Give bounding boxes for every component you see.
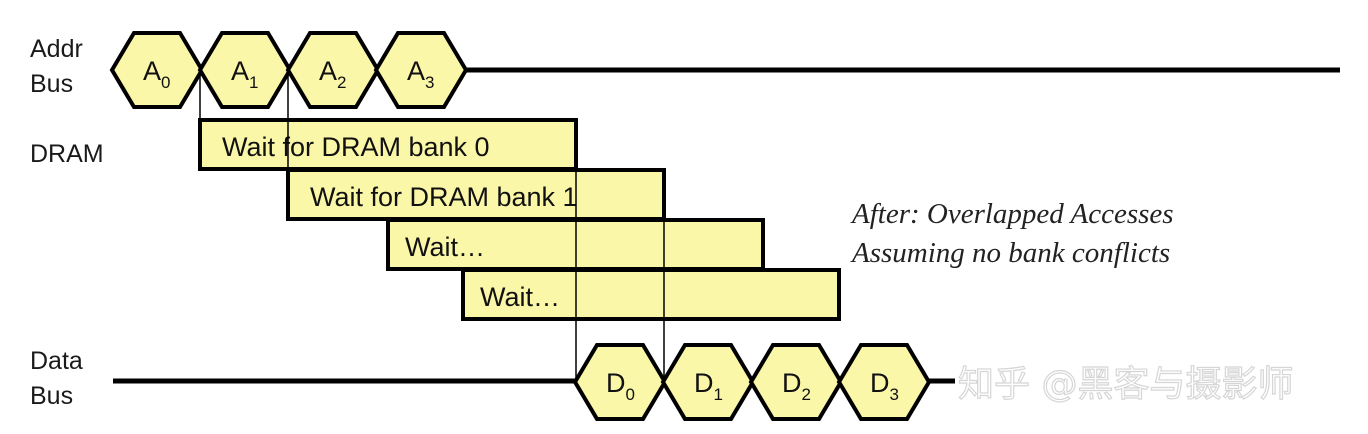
data-bus-cycles: D0 D1 D2 D3 — [572, 343, 932, 421]
data-hexagon-label-3: D3 — [870, 368, 899, 404]
addr-hexagon-label-2: A2 — [319, 56, 346, 92]
addr-hexagon-3 — [373, 31, 469, 109]
addr-hexagon-label-0: A0 — [143, 56, 170, 92]
dram-label: DRAM — [30, 140, 104, 168]
data-hexagon-label-0: D0 — [606, 368, 635, 404]
data-bus-label-line1: Data — [30, 347, 83, 375]
wait-text-bank-3: Wait… — [480, 282, 560, 312]
watermark: 知乎 @黑客与摄影师 — [958, 364, 1293, 405]
addr-bus-cycles: A0 A1 A2 A3 — [109, 31, 469, 109]
timing-connectors — [199, 70, 665, 381]
wait-text-bank-2: Wait… — [405, 232, 485, 262]
addr-hexagon-label-1: A1 — [231, 56, 258, 92]
data-bus-label-line2: Bus — [30, 382, 73, 410]
wait-bar-bank-0 — [198, 118, 578, 171]
wait-text-bank-1: Wait for DRAM bank 1 — [310, 182, 578, 212]
addr-bus-label-line2: Bus — [30, 70, 73, 98]
wait-bar-bank-1 — [286, 168, 666, 221]
note-line1: After: Overlapped Accesses — [850, 198, 1174, 230]
data-hexagon-label-2: D2 — [782, 368, 811, 404]
wait-bar-bank-3 — [461, 268, 841, 321]
addr-hexagon-label-3: A3 — [407, 56, 434, 92]
addr-bus-label-line1: Addr — [30, 35, 83, 63]
note-line2: Assuming no bank conflicts — [850, 237, 1170, 269]
data-hexagon-label-1: D1 — [694, 368, 723, 404]
wait-text-bank-0: Wait for DRAM bank 0 — [222, 132, 490, 162]
data-hexagon-3 — [836, 343, 932, 421]
